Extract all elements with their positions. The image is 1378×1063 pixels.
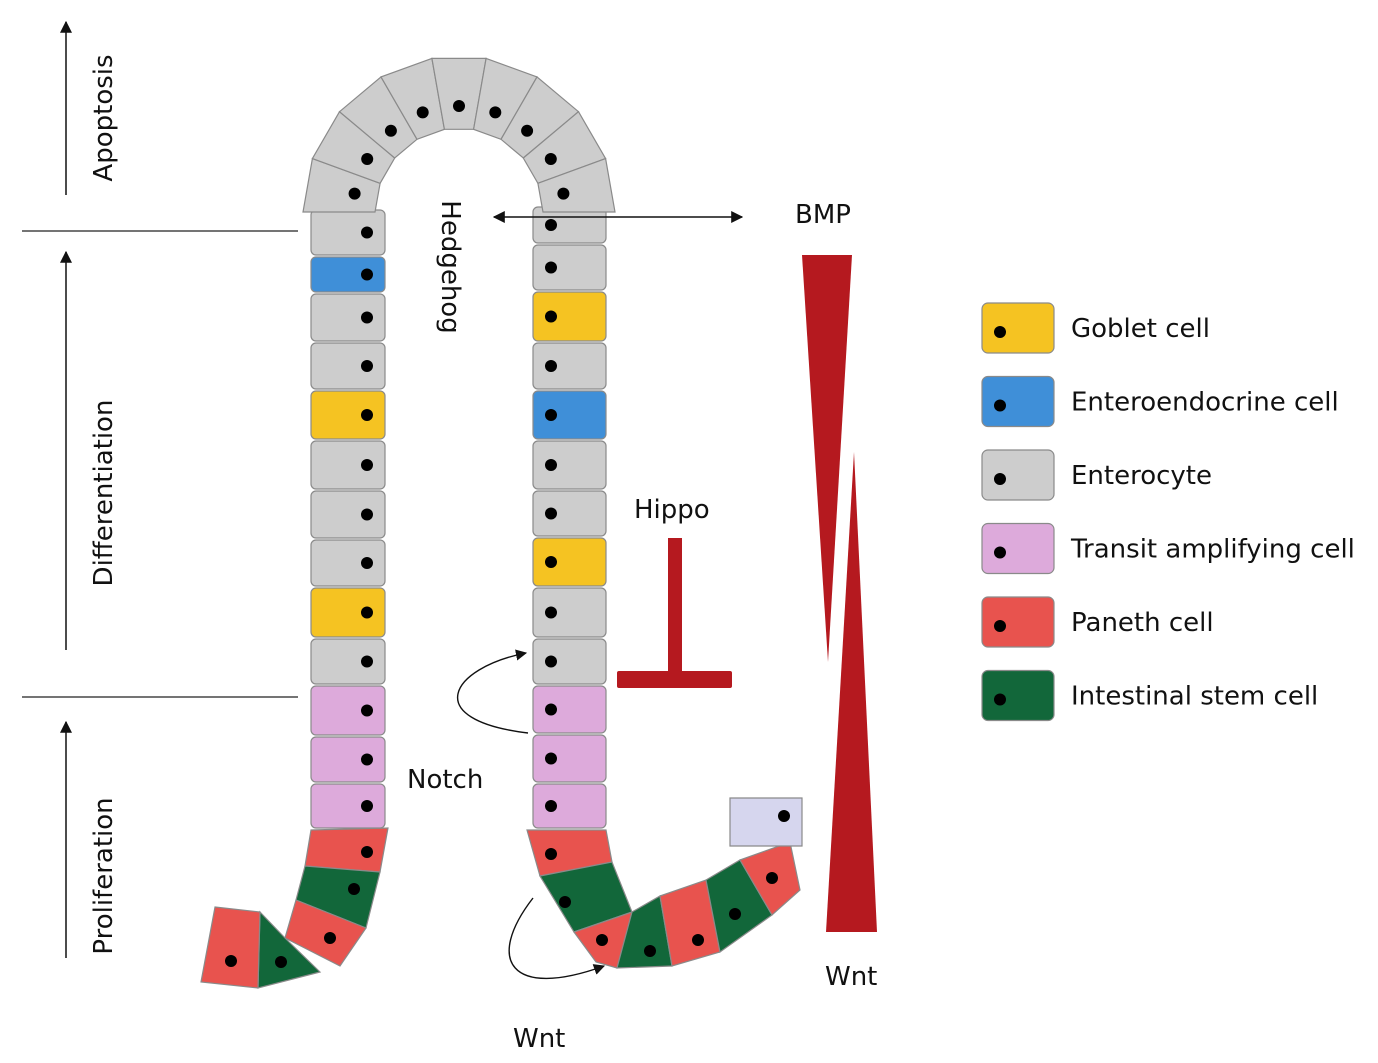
gradients: Wnt [802, 255, 877, 992]
cell-transit [532, 783, 607, 829]
cell-enterocyte [310, 539, 386, 587]
cell-transit [532, 685, 607, 734]
legend-label: Transit amplifying cell [1070, 535, 1355, 565]
legend-swatch [981, 375, 1055, 428]
cell-paneth [304, 827, 389, 873]
cell-enterocyte [310, 638, 386, 685]
cell-enterocyte [310, 342, 386, 390]
cell-enterocyte [310, 209, 386, 256]
notch-signal: Notch [407, 649, 529, 795]
legend-label: Enterocyte [1071, 461, 1212, 491]
cell-transit [310, 685, 386, 736]
bmp-label: BMP [795, 200, 851, 230]
cell-transit [310, 736, 386, 783]
zone-label-differentiation: Differentiation [89, 400, 119, 587]
wnt-crypt-signal: Wnt [508, 897, 606, 1054]
zone-label-apoptosis: Apoptosis [89, 54, 119, 181]
notch-curved-arrow [457, 649, 529, 734]
cell-unknown [729, 797, 803, 847]
legend-label: Enteroendocrine cell [1071, 388, 1339, 418]
wnt-gradient-label: Wnt [825, 962, 877, 992]
legend-item: Transit amplifying cell [981, 522, 1355, 575]
hippo-signal: Hippo [617, 495, 732, 688]
legend-swatch [981, 596, 1055, 648]
legend-label: Goblet cell [1071, 314, 1210, 344]
zone-label-proliferation: Proliferation [89, 797, 119, 954]
cell-enterocyte [532, 244, 607, 291]
legend-label: Intestinal stem cell [1071, 682, 1318, 712]
cell-enterocyte [310, 490, 386, 539]
epithelium [200, 57, 803, 989]
hippo-label: Hippo [634, 495, 710, 525]
cell-enteroendocrine [532, 390, 607, 440]
cell-enterocyte [532, 587, 607, 638]
cell-stem [295, 865, 381, 929]
cell-goblet [310, 587, 386, 638]
legend-item: Paneth cell [981, 596, 1214, 648]
cell-paneth [284, 899, 367, 967]
cell-goblet [532, 291, 607, 342]
cell-transit [532, 734, 607, 783]
zone-axis: Apoptosis Differentiation Proliferation [22, 20, 298, 958]
cell-enterocyte [532, 638, 607, 685]
wnt-crypt-label: Wnt [513, 1024, 565, 1054]
cell-enterocyte [310, 440, 386, 490]
legend-item: Enteroendocrine cell [981, 375, 1339, 428]
legend-item: Enterocyte [981, 449, 1212, 501]
hedgehog-bmp-signal: Hedgehog BMP [435, 200, 851, 334]
hippo-stem [668, 538, 682, 678]
cell-paneth [526, 829, 613, 877]
legend-item: Goblet cell [981, 302, 1210, 354]
bmp-gradient-wedge [802, 255, 852, 662]
cell-enterocyte [532, 342, 607, 390]
hippo-bar [617, 671, 732, 688]
legend-swatch [981, 669, 1055, 722]
cell-transit [310, 783, 386, 829]
legend-swatch [981, 522, 1055, 575]
legend-swatch [981, 302, 1055, 354]
cell-goblet [310, 390, 386, 440]
cell-paneth [200, 906, 261, 989]
cell-stem [257, 910, 322, 989]
cell-goblet [532, 537, 607, 587]
hedgehog-label: Hedgehog [435, 200, 465, 333]
cell-enterocyte-tip [302, 157, 381, 213]
notch-label: Notch [407, 765, 483, 795]
wnt-gradient-wedge [826, 452, 877, 932]
legend-label: Paneth cell [1071, 608, 1214, 638]
legend-item: Intestinal stem cell [981, 669, 1318, 722]
cell-enterocyte [310, 293, 386, 342]
cell-paneth [739, 841, 801, 916]
cell-enterocyte [532, 490, 607, 537]
cell-enteroendocrine [310, 256, 386, 293]
cell-enterocyte [532, 440, 607, 490]
legend-swatch [981, 449, 1055, 501]
wnt-curved-arrow [508, 897, 606, 980]
